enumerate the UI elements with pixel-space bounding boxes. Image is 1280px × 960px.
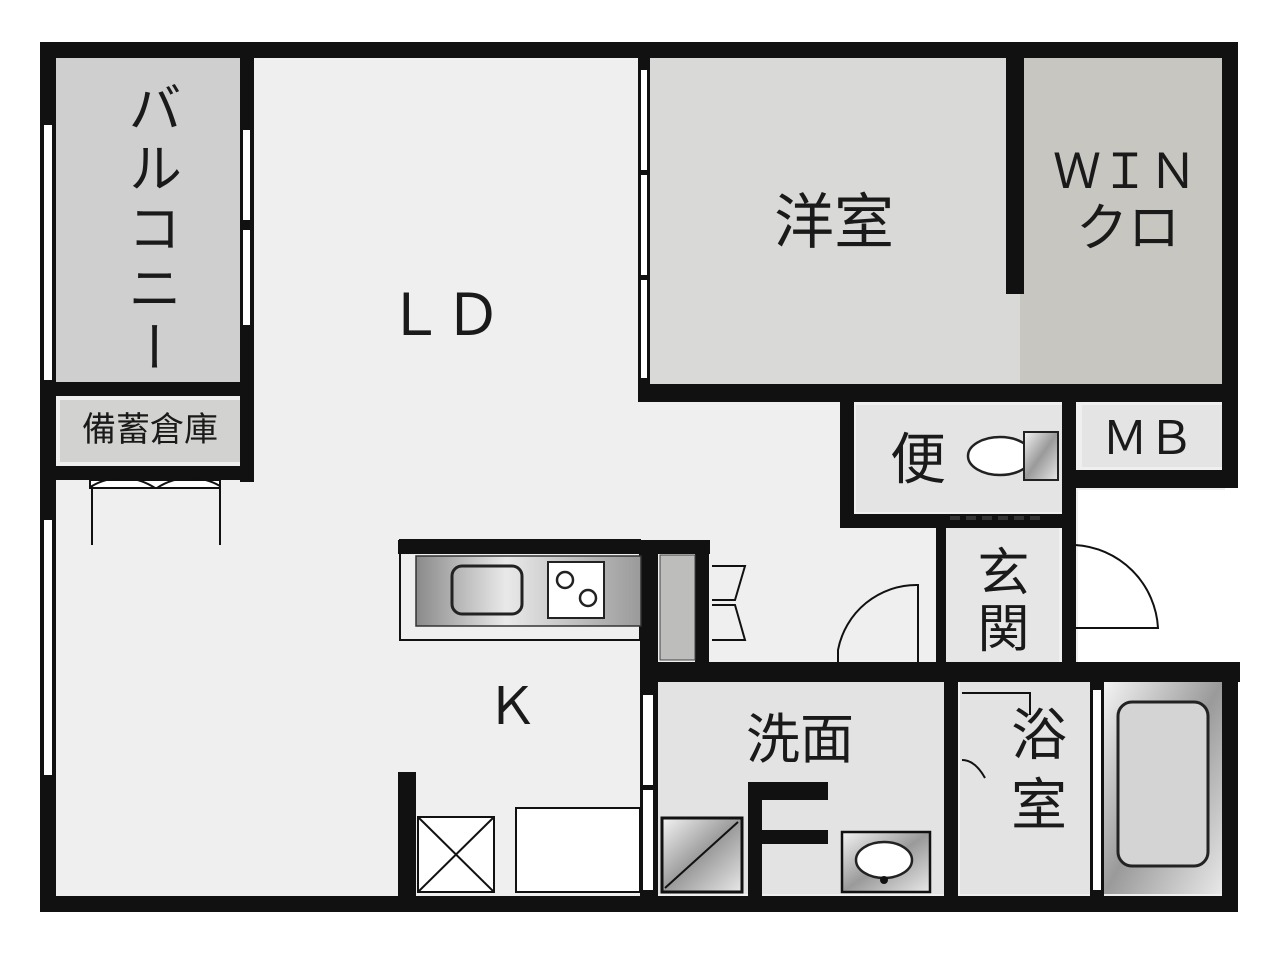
stove-icon <box>547 561 605 619</box>
toilet-label: 便 <box>890 428 946 493</box>
mb-floor <box>1082 405 1222 467</box>
washing-machine <box>660 816 744 894</box>
bathtub <box>1104 682 1222 894</box>
outside-entry <box>1078 490 1233 662</box>
washroom-label: 洗面 <box>746 708 854 771</box>
doors <box>89 477 1160 779</box>
kitchen-sink-icon <box>450 564 524 616</box>
balcony-floor <box>56 58 240 382</box>
toilet-fixture <box>966 431 1059 481</box>
storage-label: 備蓄倉庫 <box>82 410 218 450</box>
fridge-slot <box>659 554 696 661</box>
win-closet-floor <box>1020 52 1225 384</box>
ld-label: ＬＤ <box>386 281 502 349</box>
bathtub-icon <box>1116 700 1210 868</box>
wash-basin <box>840 830 932 894</box>
win-closet-label-1: ＷＩＮ <box>1053 144 1197 200</box>
k-label: Ｋ <box>486 677 538 737</box>
win-closet-label-2: クロ <box>1076 199 1180 259</box>
storage-floor <box>60 400 240 462</box>
bathroom-label: 浴室 <box>1002 705 1067 845</box>
pantry-box <box>417 807 641 893</box>
balcony-label: バルコニー <box>119 80 182 380</box>
basin-icon <box>854 840 914 880</box>
western-room-label: 洋室 <box>774 188 894 258</box>
shoe-cabinet-marks <box>950 516 1040 520</box>
mb-label: ＭＢ <box>1102 411 1194 465</box>
toilet-icon <box>966 435 1034 477</box>
windows <box>44 70 1234 890</box>
entrance-label: 玄関 <box>968 545 1028 657</box>
western-room-floor <box>648 52 1020 384</box>
entrance-floor <box>944 525 1059 665</box>
kitchen-counter <box>399 539 696 661</box>
